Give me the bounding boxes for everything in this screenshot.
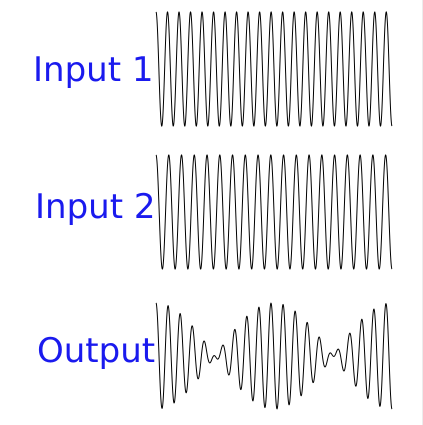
input-1-waveform — [155, 11, 393, 127]
input-1-label: Input 1 — [33, 50, 154, 90]
output-waveform — [155, 302, 393, 410]
output-label: Output — [37, 331, 156, 371]
input-2-label: Input 2 — [35, 187, 156, 227]
input-2-waveform — [155, 154, 393, 270]
